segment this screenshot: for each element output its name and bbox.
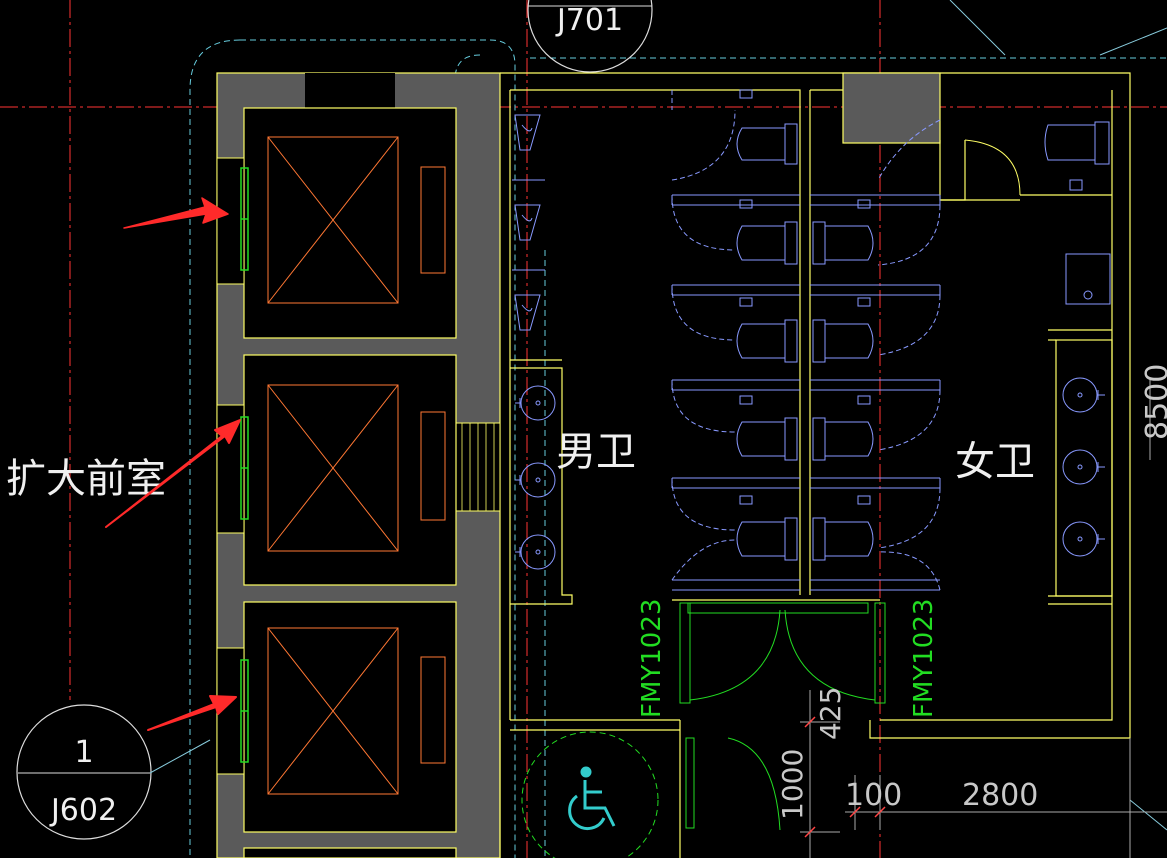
accessible-restroom-symbol [521,731,659,858]
elevator-shaft-1 [216,107,457,339]
dimension-ticks [804,716,886,838]
dimension-2800: 2800 [962,778,1038,813]
toilet-stalls [672,89,940,591]
axis-bubble-top-label: J701 [555,3,623,38]
dimension-1000: 1000 [776,749,809,820]
label-expanded-lobby: 扩大前室 [6,456,166,502]
annotation-arrows [105,197,241,731]
door-tag-right: FMY1023 [909,599,939,718]
wheelchair-icon [568,766,616,831]
mens-sinks [515,385,556,570]
axis-bubble-bottom-left: 1 J602 [16,704,211,840]
arrow-shaft-3 [147,695,237,731]
axis-bubble-top: J701 [527,0,653,73]
label-womens-restroom: 女卫 [955,439,1035,485]
label-mens-restroom: 男卫 [556,429,636,475]
axis-bubble-number: 1 [74,735,93,770]
womens-utility-fixtures [964,121,1111,305]
dimension-425: 425 [814,687,847,740]
axis-bubble-sheet: J602 [49,793,117,828]
dimension-100: 100 [845,778,902,813]
reference-lines [949,0,1167,831]
arrow-shaft-1 [123,197,229,229]
dimension-lines [800,380,1167,858]
elevator-shaft-3 [216,601,457,833]
dashed-boundary-lines [189,39,1167,858]
elevator-shaft-2 [216,354,457,586]
arrow-shaft-2 [105,419,241,528]
stall-door-swings [671,90,941,591]
dimension-8500: 8500 [1140,364,1167,440]
womens-sinks [1062,377,1105,557]
structural-column [842,72,941,144]
entrance-doors [679,602,886,831]
door-tag-left: FMY1023 [637,599,667,718]
urinals [512,114,545,331]
